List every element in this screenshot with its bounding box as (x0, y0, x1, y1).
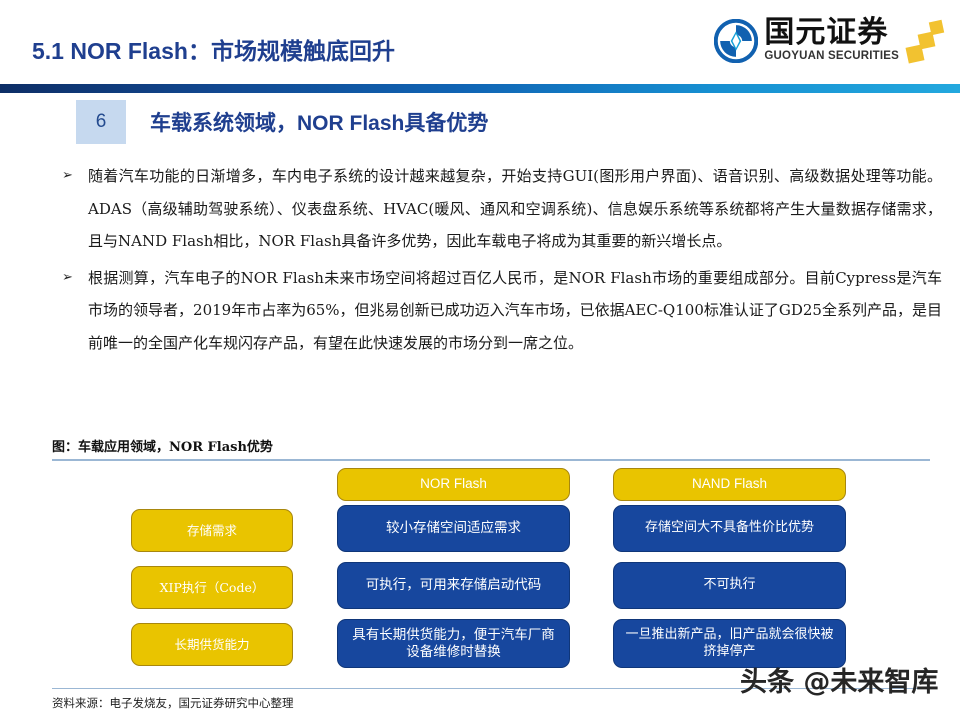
section-title-part1: 车载系统领域， (150, 110, 297, 135)
bullet-arrow-icon: ➢ (62, 168, 73, 183)
page-title-prefix: 5.1 NOR Flash (32, 38, 188, 64)
diagram-nand-cell: 不可执行 (613, 562, 846, 609)
page-title-separator: ： (187, 38, 211, 65)
section-heading: 6 车载系统领域，NOR Flash具备优势 (76, 100, 488, 144)
slide-header: 5.1 NOR Flash：市场规模触底回升 国元证券 GUOYUAN SECU… (0, 0, 960, 78)
paragraph-text: 根据测算，汽车电子的NOR Flash未来市场空间将超过百亿人民币，是NOR F… (88, 268, 942, 352)
diagram-criterion-cell: XIP执行（Code） (131, 566, 293, 609)
guoyuan-circle-logo-icon (714, 19, 759, 63)
diagram-nor-cell: 可执行，可用来存储启动代码 (337, 562, 570, 609)
company-logo: 国元证券 GUOYUAN SECURITIES (714, 14, 945, 68)
paragraph-text: 随着汽车功能的日渐增多，车内电子系统的设计越来越复杂，开始支持GUI(图形用户界… (88, 167, 942, 250)
paragraph: ➢ 根据测算，汽车电子的NOR Flash未来市场空间将超过百亿人民币，是NOR… (62, 262, 942, 360)
section-number-badge: 6 (76, 100, 126, 144)
figure-divider (52, 459, 930, 461)
section-title-latin: NOR Flash (297, 112, 405, 135)
logo-name-cn: 国元证券 (764, 15, 889, 51)
logo-diamonds-icon (904, 19, 945, 64)
diagram-criterion-cell: 长期供货能力 (131, 623, 293, 666)
figure-caption: 图：车载应用领域，NOR Flash优势 (52, 440, 273, 455)
comparison-diagram: NOR Flash NAND Flash 存储需求 XIP执行（Code） 长期… (0, 462, 960, 680)
diagram-nand-cell: 存储空间大不具备性价比优势 (613, 505, 846, 552)
section-title-part2: 具备优势 (404, 110, 489, 135)
watermark: 头条 @未来智库 (740, 667, 939, 698)
logo-name-en: GUOYUAN SECURITIES (764, 50, 899, 63)
source-note: 资料来源：电子发烧友，国元证券研究中心整理 (52, 696, 294, 710)
page-title: 5.1 NOR Flash：市场规模触底回升 (32, 32, 395, 66)
section-title: 车载系统领域，NOR Flash具备优势 (150, 107, 488, 137)
logo-text-block: 国元证券 GUOYUAN SECURITIES (764, 18, 899, 64)
footer-divider (52, 688, 930, 689)
page-title-chinese: 市场规模触底回升 (210, 38, 395, 65)
diagram-header-nor-flash: NOR Flash (337, 468, 570, 501)
diagram-nor-cell: 较小存储空间适应需求 (337, 505, 570, 552)
diagram-header-nand-flash: NAND Flash (613, 468, 846, 501)
diagram-criterion-cell: 存储需求 (131, 509, 293, 552)
bullet-arrow-icon: ➢ (62, 269, 73, 285)
body-content: ➢ 随着汽车功能的日渐增多，车内电子系统的设计越来越复杂，开始支持GUI(图形用… (62, 160, 942, 363)
diagram-nand-cell: 一旦推出新产品，旧产品就会很快被挤掉停产 (613, 619, 846, 668)
paragraph: ➢ 随着汽车功能的日渐增多，车内电子系统的设计越来越复杂，开始支持GUI(图形用… (62, 160, 942, 258)
diagram-nor-cell: 具有长期供货能力，便于汽车厂商设备维修时替换 (337, 619, 570, 668)
header-gradient-rule (0, 84, 960, 93)
